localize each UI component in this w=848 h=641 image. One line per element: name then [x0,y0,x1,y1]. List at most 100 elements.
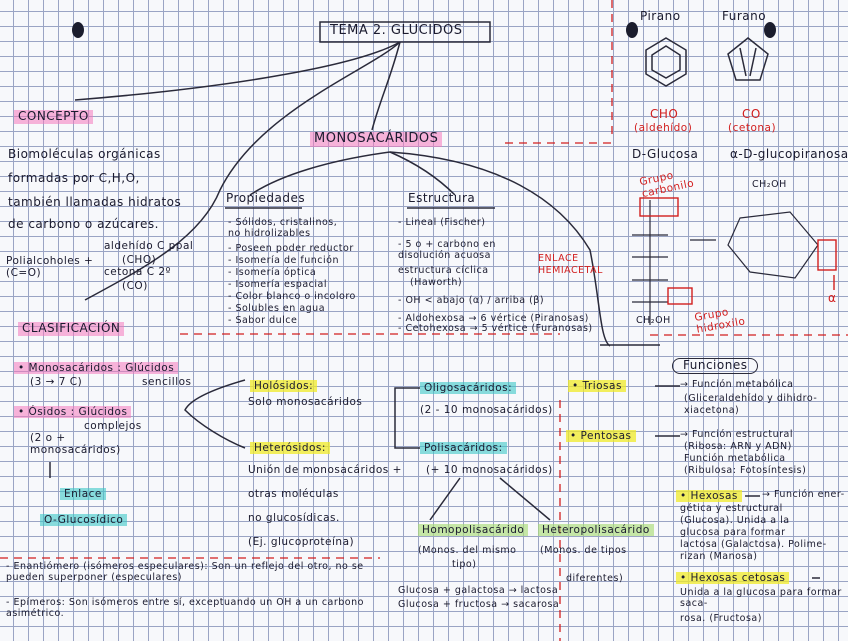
prop-5: - Isomería espacial [228,279,327,290]
hexosas-desc-5: lactosa (Galactosa). Polime- [680,539,827,550]
binder-hole-right-1 [626,22,638,38]
pentosas-desc-1: → Función estructural [680,429,793,440]
homo-desc-1: (Monos. del mismo [418,545,517,556]
hexcet-desc-2: rosa. (Fructosa) [680,613,762,624]
sacarosa-line: Glucosa + fructosa → sacarosa [398,599,560,610]
hetero-desc-2: otras moléculas [248,488,339,500]
concepto-line-4: de carbono o azúcares. [8,217,159,231]
pentosas-desc-4: (Ribulosa: Fotosíntesis) [684,465,807,476]
enantiomero-note: - Enantiómero (isómeros especulares): So… [6,561,376,584]
pirano-label: Pirano [640,9,681,23]
osidos-item: • Ósidos : Glúcidos [14,406,132,418]
heteropoli-label: Heteropolisacárido [538,524,654,537]
clasificacion-heading: CLASIFICACIÓN [18,321,125,336]
ch2oh-bottom: CH₂OH [636,315,671,326]
hexosas-desc-6: rizan (Manosa) [680,551,758,562]
monosac-label: • Monosacáridos : Glúcidos [14,362,179,374]
enantiomero-text: - Enantiómero (isómeros especulares): So… [6,561,364,583]
estr-4: (Haworth) [410,277,463,288]
co-label: CO [742,107,761,121]
heteropoli-desc-1: (Monos. de tipos [540,545,627,556]
estr-7: - Cetohexosa → 5 vértice (Furanosas) [398,323,593,334]
complejos-label: complejos [84,420,142,432]
homo-desc-2: tipo) [452,559,477,570]
triosas-desc-3: xiacetona) [684,405,740,416]
estr-1: - Lineal (Fischer) [398,217,486,228]
oglucosidico-badge: O-Glucosídico [40,514,128,527]
prop-7: - Solubles en agua [228,303,326,314]
hemiacetal-label: HEMIACETAL [538,265,603,276]
hexosas-label: • Hexosas [676,490,742,503]
prop-1: - Sólidos, cristalinos, no hidrolizables [228,217,338,239]
hexosas-desc-2: gética y estructural [680,503,783,514]
estructura-heading: Estructura [408,191,476,205]
hetero-desc-3: no glucosídicas. [248,512,340,524]
aldehido-label: (aldehído) [634,122,693,134]
prop-3: - Isomería de función [228,255,339,266]
poli-label: Polisacáridos: [420,442,507,455]
prop-6: - Color blanco o incoloro [228,291,356,302]
estr-3: estructura cíclica [398,265,489,276]
binder-hole-left [72,22,84,38]
hetero-desc-1: Unión de monosacáridos + [248,464,402,476]
pentosas-desc-2: (Ribosa: ARN y ADN) [684,441,792,452]
cho-paren: (CHO) [122,254,157,266]
polialcoholes: Polialcoholes + (C=O) [6,255,94,280]
funciones-heading: Funciones [672,358,759,374]
prop-4: - Isomería óptica [228,267,317,278]
lactosa-line: Glucosa + galactosa → lactosa [398,585,559,596]
osidos-sub: (2 o + monosacáridos) [30,432,121,457]
enlace-label: ENLACE [538,253,579,264]
hexosas-desc-4: glucosa para formar [680,527,786,538]
hetero-desc-4: (Ej. glucoproteína) [248,536,355,548]
osidos-label: • Ósidos : Glúcidos [14,406,132,418]
hexosas-cetosas-label: • Hexosas cetosas [676,572,790,585]
pentosas-desc-3: Función metabólica [684,453,786,464]
binder-hole-right-2 [764,22,776,38]
hexosas-desc-1: → Función ener- [762,489,845,500]
dglucosa-label: D-Glucosa [632,147,699,161]
pentosas-label: • Pentosas [566,430,636,443]
co-paren: (CO) [122,280,148,292]
hexosas-desc-3: (Glucosa). Unida a la [680,515,790,526]
monosacaridos-heading: MONOSACÁRIDOS [310,131,443,147]
propiedades-heading: Propiedades [226,191,306,205]
estr-5: - OH < abajo (α) / arriba (β) [398,295,545,306]
estr-6: - Aldohexosa → 6 vértice (Piranosas) [398,313,589,324]
furano-label: Furano [722,9,767,23]
estr-2: - 5 o + carbono en disolución acuosa [398,239,496,261]
alpha-mark: α [828,291,837,305]
monosac-range: (3 → 7 C) [30,376,83,388]
poli-range: (+ 10 monosacáridos) [426,464,553,476]
heteropoli-desc-2: diferentes) [566,573,624,584]
cho-label: CHO [650,107,679,121]
enlace-badge: Enlace [60,488,106,501]
oligo-range: (2 - 10 monosacáridos) [420,404,553,416]
concepto-line-1: Biomoléculas orgánicas [8,147,161,161]
homo-label: Homopolisacárido [418,524,529,537]
heterosidos-label: Heterósidos: [250,442,330,455]
sencillos-label: sencillos [142,376,192,388]
holosidos-label: Holósidos: [250,380,318,393]
concepto-line-2: formadas por C,H,O, [8,171,140,185]
triosas-label: • Triosas [568,380,626,393]
prop-8: - Sabor dulce [228,315,298,326]
concepto-heading: CONCEPTO [14,109,93,124]
triosas-desc-1: → Función metabólica [680,379,794,390]
epimeros-note: - Epímeros: Son isómeros entre sí, excep… [6,597,376,620]
holosidos-desc: Solo monosacáridos [248,396,363,408]
epimeros-text: - Epímeros: Son isómeros entre sí, excep… [6,597,364,619]
oligo-label: Oligosacáridos: [420,382,517,395]
triosas-desc-2: (Gliceraldehído y dihidro- [684,393,818,404]
monosac-item: • Monosacáridos : Glúcidos [14,362,179,374]
concepto-line-3: también llamadas hidratos [8,195,182,209]
ch2oh-top: CH₂OH [752,179,787,190]
alpha-glucopiranosa-label: α-D-glucopiranosa [730,147,848,161]
page-title: TEMA 2. GLÚCIDOS [330,23,463,38]
cetona-label: (cetona) [728,122,777,134]
cetona-c2: cetona C 2º [104,266,171,278]
prop-2: - Poseen poder reductor [228,243,354,254]
aldehido-cppal: aldehído C ppal [104,240,194,252]
hexcet-desc-1: Unida a la glucosa para formar saca- [680,587,842,609]
